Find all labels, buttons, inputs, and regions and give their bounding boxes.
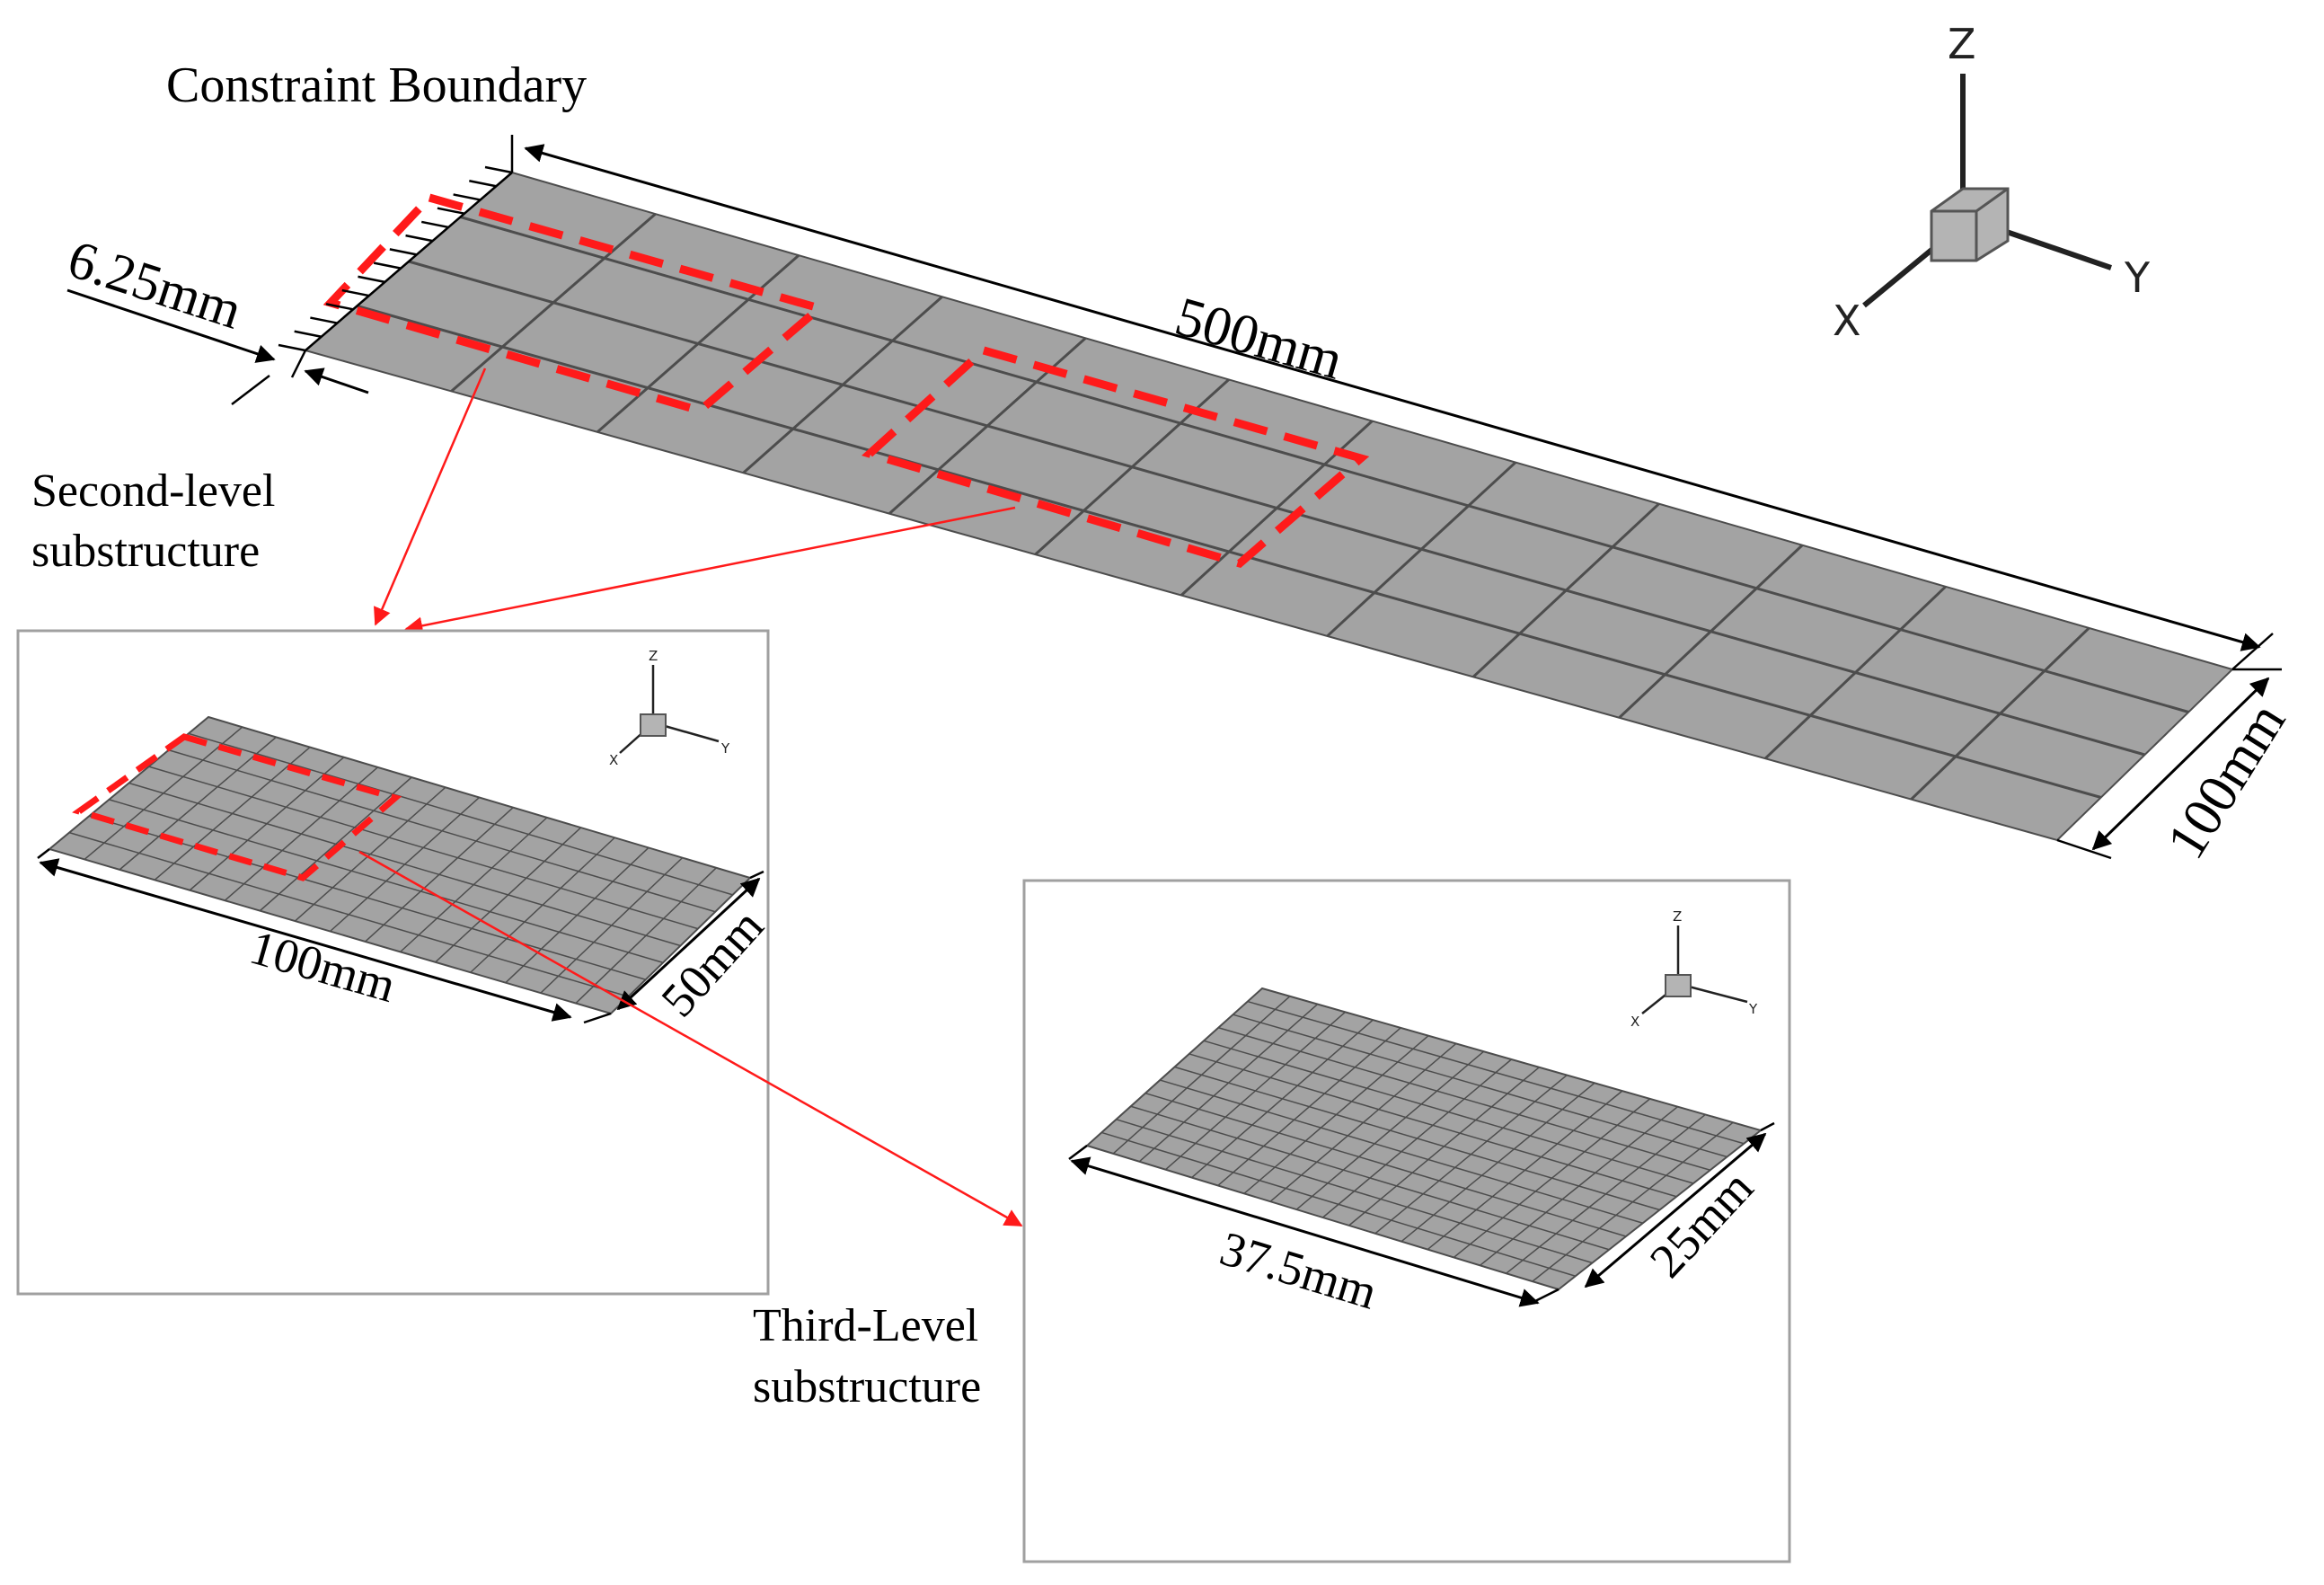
axis-z-label-3: Z	[1673, 908, 1682, 925]
mesh-line	[188, 732, 733, 896]
mesh-line	[1174, 1066, 1660, 1211]
axis-triad-second	[619, 665, 720, 754]
axis-z-label: Z	[1948, 20, 1976, 68]
third-level-label-2: substructure	[753, 1361, 981, 1412]
hatch-tick	[294, 330, 322, 338]
hatch-tick	[325, 303, 354, 311]
mesh-line	[1160, 1079, 1643, 1224]
axis-y-label-3: Y	[1748, 1001, 1758, 1017]
axis-x-label-3: X	[1630, 1014, 1639, 1030]
hatch-tick	[341, 288, 370, 297]
axis-y-label-2: Y	[720, 740, 730, 757]
hatch-tick	[484, 165, 513, 174]
hatch-tick	[310, 316, 338, 324]
third-level-label-1: Third-Level	[753, 1300, 978, 1351]
dim-main-length	[510, 135, 2274, 670]
hatch-tick	[453, 193, 481, 201]
hatch-tick	[278, 343, 306, 352]
dim-main-width	[2056, 668, 2282, 860]
third-level-panel: Z Y X	[1022, 879, 1791, 1563]
constraint-hatching	[278, 165, 513, 352]
second-level-label-2: substructure	[31, 526, 260, 577]
second-level-panel: Z Y X	[16, 629, 770, 1296]
leader-third-level	[358, 850, 1023, 1227]
hatch-tick	[389, 248, 418, 256]
edge-offset-label: 6.25mm	[61, 229, 249, 341]
hatch-tick	[358, 275, 385, 284]
hatch-tick	[373, 261, 402, 270]
axis-triad-third	[1641, 925, 1748, 1014]
axis-z-label-2: Z	[649, 648, 658, 664]
second-level-label-1: Second-level	[31, 465, 275, 517]
constraint-boundary-label: Constraint Boundary	[166, 58, 587, 113]
mesh-line	[1247, 1000, 1745, 1145]
hatch-tick	[405, 234, 433, 243]
axis-x-label: X	[1833, 297, 1861, 345]
hatch-tick	[420, 220, 449, 229]
leaders-second-level	[374, 367, 1016, 635]
mesh-line	[148, 766, 699, 930]
axis-x-label-2: X	[609, 752, 618, 768]
hatch-tick	[437, 207, 465, 215]
axis-y-label: Y	[2124, 253, 2151, 302]
axis-triad-main	[1862, 74, 2112, 308]
dim-edge-offset	[66, 288, 369, 405]
hatch-tick	[469, 180, 497, 188]
